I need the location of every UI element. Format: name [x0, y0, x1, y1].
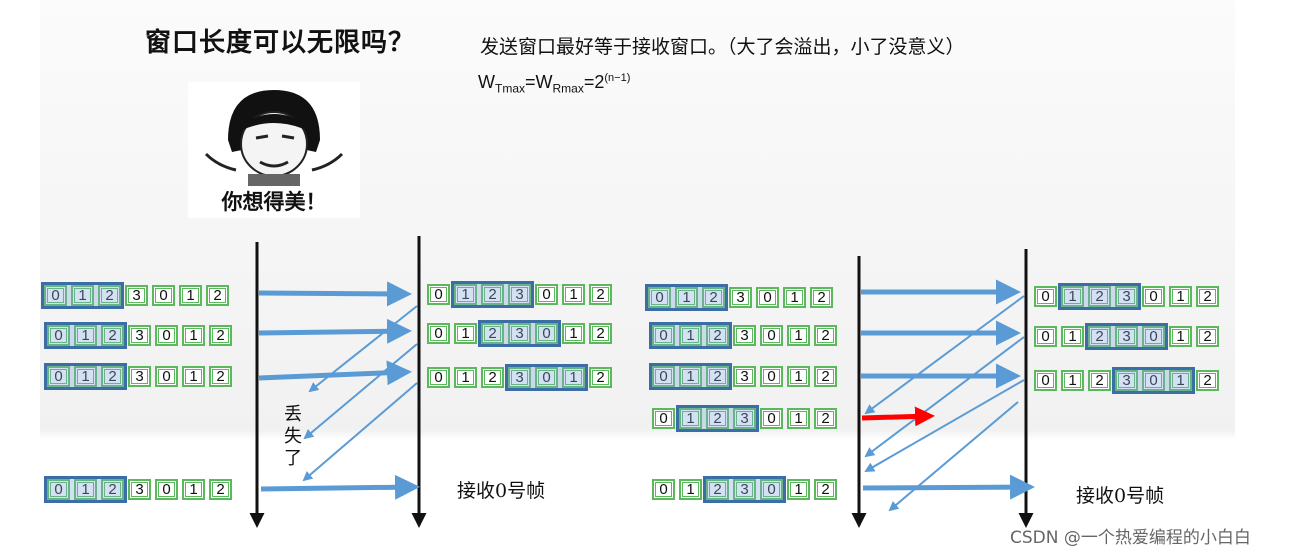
sequence-cell: 0 — [427, 367, 450, 388]
sequence-cell: 2 — [814, 366, 837, 387]
sequence-cell: 0 — [427, 284, 450, 305]
window-highlight — [478, 320, 561, 347]
sequence-cell: 3 — [733, 366, 756, 387]
window-highlight — [44, 363, 127, 390]
sequence-cell: 1 — [787, 366, 810, 387]
frame-arrow — [259, 293, 407, 294]
sequence-cell: 0 — [1142, 286, 1165, 307]
sequence-cell: 1 — [1169, 326, 1192, 347]
sequence-cell: 3 — [128, 325, 151, 346]
sequence-cell: 0 — [1034, 326, 1057, 347]
sequence-cell: 1 — [182, 325, 205, 346]
sequence-cell: 1 — [787, 325, 810, 346]
sequence-cell: 2 — [1088, 370, 1111, 391]
window-highlight — [41, 282, 124, 309]
ack-arrow — [866, 380, 1024, 471]
sequence-cell: 2 — [814, 408, 837, 429]
sequence-cell: 1 — [679, 479, 702, 500]
sequence-cell: 1 — [783, 287, 806, 308]
sequence-cell: 1 — [179, 285, 202, 306]
sequence-cell: 0 — [155, 325, 178, 346]
sequence-cell: 3 — [128, 366, 151, 387]
sequence-cell: 2 — [206, 285, 229, 306]
window-highlight — [649, 363, 732, 390]
sequence-cell: 2 — [810, 287, 833, 308]
window-highlight — [1112, 367, 1195, 394]
sequence-cell: 2 — [814, 479, 837, 500]
window-highlight — [505, 364, 588, 391]
sequence-cell: 0 — [760, 366, 783, 387]
receive-frame0-label-left: 接收0号帧 — [457, 476, 545, 503]
sequence-cell: 0 — [1034, 370, 1057, 391]
sequence-cell: 1 — [1061, 326, 1084, 347]
sequence-cell: 1 — [454, 323, 477, 344]
sequence-cell: 0 — [756, 287, 779, 308]
window-highlight — [44, 476, 127, 503]
sequence-cell: 1 — [182, 479, 205, 500]
ack-arrow — [305, 344, 417, 438]
sequence-cell: 1 — [562, 323, 585, 344]
sequence-cell: 1 — [182, 366, 205, 387]
watermark: CSDN @一个热爱编程的小白白 — [1010, 523, 1251, 548]
window-highlight — [703, 476, 786, 503]
window-slide-arrow — [862, 416, 930, 418]
sequence-cell: 2 — [1196, 370, 1219, 391]
sequence-cell: 3 — [125, 285, 148, 306]
window-highlight — [451, 281, 534, 308]
sequence-cell: 2 — [209, 325, 232, 346]
window-highlight — [1058, 283, 1141, 310]
sequence-cell: 1 — [1061, 370, 1084, 391]
sequence-cell: 0 — [1034, 286, 1057, 307]
sequence-cell: 0 — [155, 366, 178, 387]
sequence-cell: 0 — [760, 408, 783, 429]
sequence-cell: 2 — [1196, 286, 1219, 307]
sequence-cell: 2 — [1196, 326, 1219, 347]
sequence-cell: 2 — [589, 323, 612, 344]
sequence-cell: 0 — [427, 323, 450, 344]
sequence-cell: 3 — [729, 287, 752, 308]
sequence-cell: 0 — [652, 479, 675, 500]
sequence-cell: 0 — [652, 408, 675, 429]
sequence-cell: 2 — [209, 479, 232, 500]
window-highlight — [676, 405, 759, 432]
lost-label: 丢失了 — [284, 404, 306, 470]
sequence-cell: 2 — [814, 325, 837, 346]
sequence-cell: 0 — [535, 284, 558, 305]
sequence-cell: 2 — [589, 284, 612, 305]
window-highlight — [645, 284, 728, 311]
sequence-cell: 3 — [733, 325, 756, 346]
ack-arrow — [310, 306, 417, 391]
sequence-cell: 0 — [155, 479, 178, 500]
receive-frame0-label-right: 接收0号帧 — [1076, 481, 1164, 508]
sequence-cell: 2 — [589, 367, 612, 388]
frame-arrow — [863, 487, 1030, 488]
sequence-cell: 0 — [760, 325, 783, 346]
sequence-cell: 2 — [209, 366, 232, 387]
ack-arrow — [304, 383, 417, 480]
window-highlight — [649, 322, 732, 349]
sequence-cell: 1 — [562, 284, 585, 305]
sequence-cell: 1 — [454, 367, 477, 388]
sequence-cell: 3 — [128, 479, 151, 500]
sequence-cell: 0 — [152, 285, 175, 306]
window-highlight — [1085, 323, 1168, 350]
sequence-cell: 1 — [787, 408, 810, 429]
frame-arrow — [261, 487, 415, 489]
sequence-cell: 1 — [787, 479, 810, 500]
sequence-cell: 2 — [481, 367, 504, 388]
window-highlight — [44, 322, 127, 349]
sequence-cell: 1 — [1169, 286, 1192, 307]
